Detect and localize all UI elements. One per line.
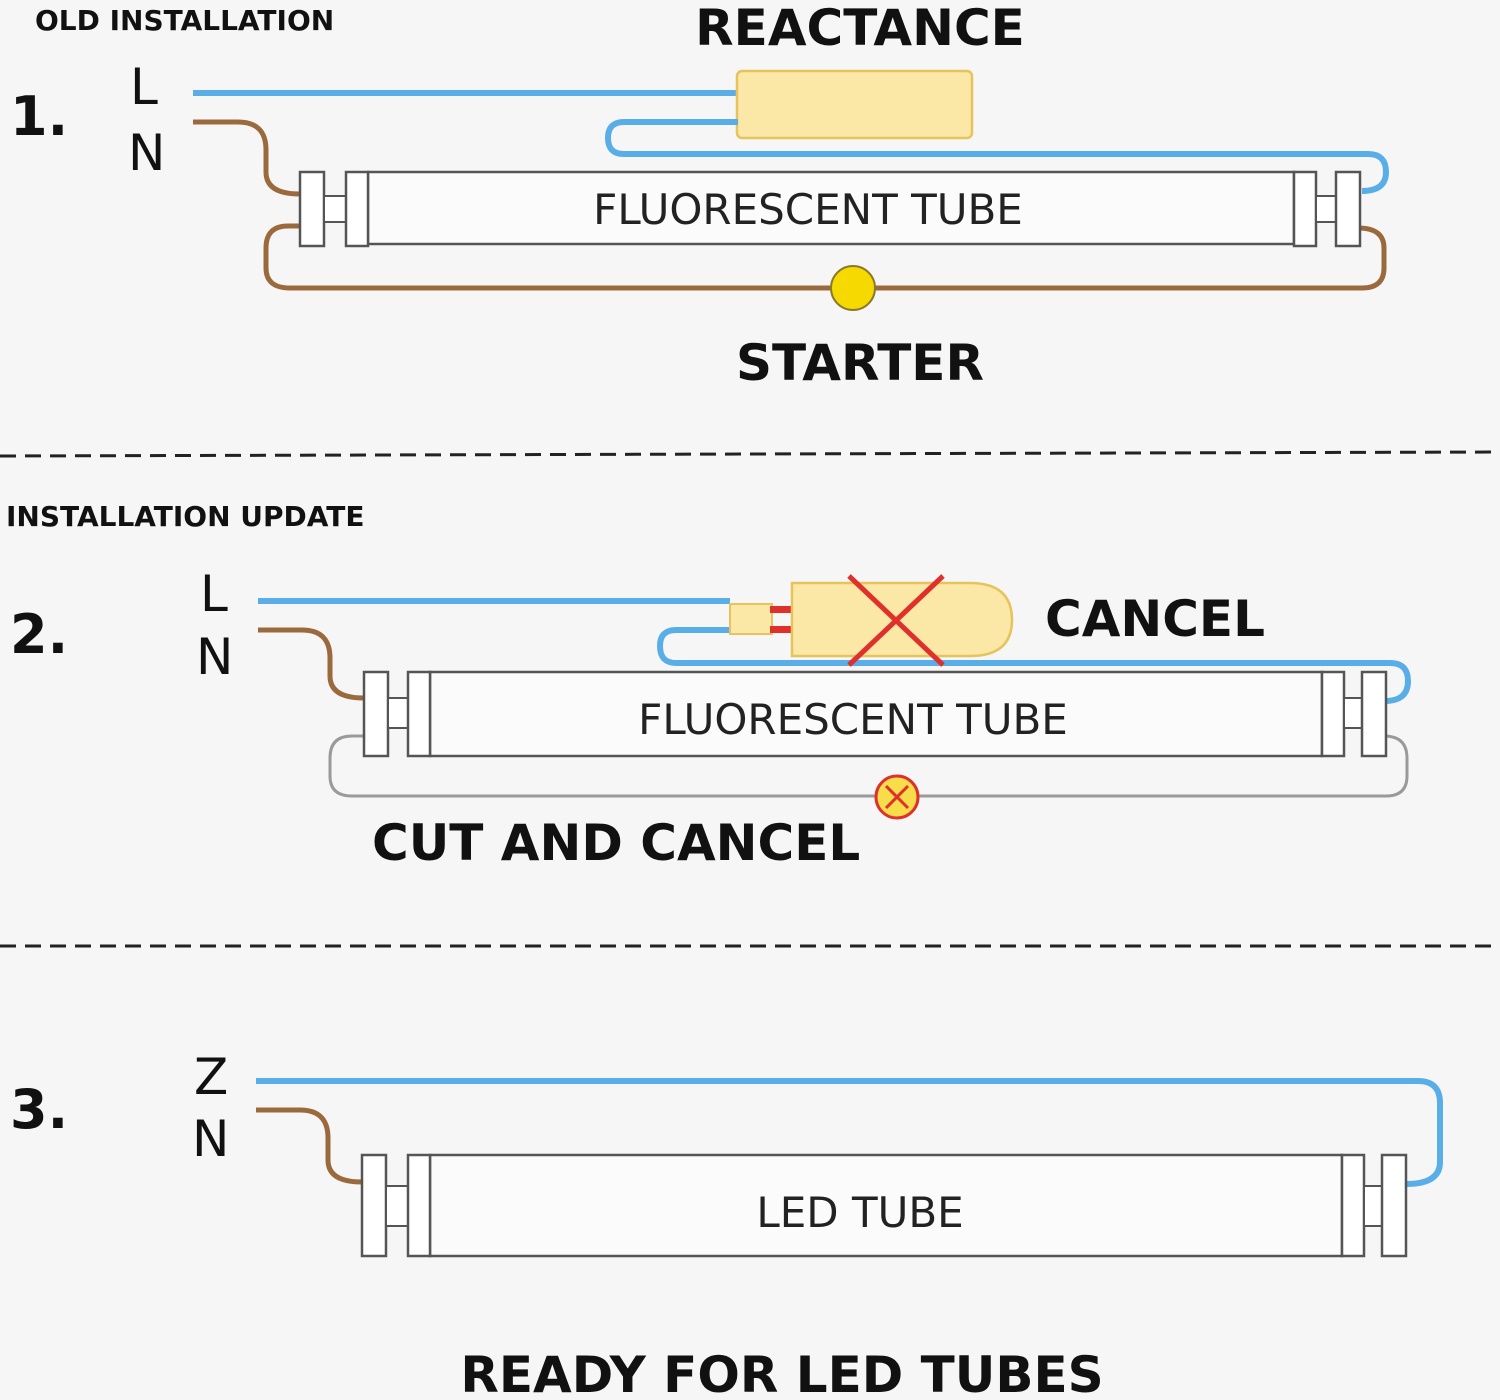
tube-body <box>366 170 1296 246</box>
end-cap-left <box>298 170 326 248</box>
collar-right <box>1292 170 1318 248</box>
tube-body <box>428 1153 1344 1258</box>
step-number-1: 1. <box>10 85 68 148</box>
end-cap-right <box>1334 170 1362 248</box>
cut-starter-loop-wire <box>328 734 1409 798</box>
section-ready: 3. Z N LED TUBE READY FOR LED TUBES <box>10 1048 1443 1400</box>
section-installation-update: INSTALLATION UPDATE 2. L N CANCEL <box>6 500 1412 872</box>
connector-pin-bottom <box>770 626 792 633</box>
neutral-label-3: N <box>192 1110 229 1168</box>
connector-pin-top <box>770 606 792 613</box>
section-heading-old: OLD INSTALLATION <box>35 4 334 37</box>
starter-label: STARTER <box>736 334 984 392</box>
reactance-box <box>735 69 974 140</box>
end-cap-left <box>360 1153 388 1258</box>
starter-loop-wire-1 <box>263 223 1387 291</box>
tube-label-2: FLUORESCENT TUBE <box>638 695 1068 744</box>
step-number-3: 3. <box>10 1078 68 1141</box>
neutral-label-1: N <box>128 124 165 182</box>
live-label-3: Z <box>194 1048 228 1106</box>
collar-left <box>406 670 432 758</box>
led-tube: LED TUBE <box>360 1153 1408 1258</box>
section-heading-update: INSTALLATION UPDATE <box>6 500 365 533</box>
neutral-wire-3 <box>256 1107 363 1185</box>
starter-icon <box>830 265 876 311</box>
collar-right <box>1340 1153 1366 1258</box>
pin-right <box>1343 697 1363 729</box>
live-label-2: L <box>200 565 228 623</box>
neutral-wire-1 <box>193 119 301 197</box>
pin-left <box>387 697 409 729</box>
pin-left <box>385 1185 409 1227</box>
tube-label-1: FLUORESCENT TUBE <box>593 185 1023 234</box>
collar-left <box>406 1153 432 1258</box>
end-cap-right <box>1380 1153 1408 1258</box>
collar-left <box>344 170 370 248</box>
section-divider-1 <box>0 450 1500 458</box>
reactance-connector <box>729 603 773 635</box>
section-old-installation: OLD INSTALLATION 1. L N REACTANCE STARTE… <box>10 0 1390 392</box>
cross-mark-line-b <box>847 574 945 667</box>
end-cap-right <box>1360 670 1388 758</box>
live-return-wire-2 <box>656 627 1412 704</box>
neutral-label-2: N <box>196 628 233 686</box>
cancelled-starter <box>874 774 920 820</box>
tube-body <box>428 670 1324 758</box>
reactance-capsule <box>790 581 1014 658</box>
pin-right <box>1363 1185 1383 1227</box>
end-cap-left <box>362 670 390 758</box>
cancelled-reactance <box>729 574 1014 667</box>
ready-footer-label: READY FOR LED TUBES <box>460 1346 1103 1400</box>
live-return-wire-1 <box>604 119 1390 194</box>
neutral-wire-2 <box>258 627 365 701</box>
collar-right <box>1320 670 1346 758</box>
step-number-2: 2. <box>10 603 68 666</box>
fluorescent-tube-2: FLUORESCENT TUBE <box>362 670 1388 758</box>
fluorescent-tube-1: FLUORESCENT TUBE <box>298 170 1362 248</box>
cut-and-cancel-label: CUT AND CANCEL <box>372 814 860 872</box>
reactance-label: REACTANCE <box>695 0 1025 57</box>
live-label-1: L <box>130 58 158 116</box>
pin-left <box>323 195 347 223</box>
live-wire-3 <box>256 1078 1443 1187</box>
cancel-label: CANCEL <box>1045 590 1265 648</box>
led-tube-label: LED TUBE <box>756 1188 963 1237</box>
pin-right <box>1315 195 1337 223</box>
starter-cross-b <box>884 784 910 810</box>
